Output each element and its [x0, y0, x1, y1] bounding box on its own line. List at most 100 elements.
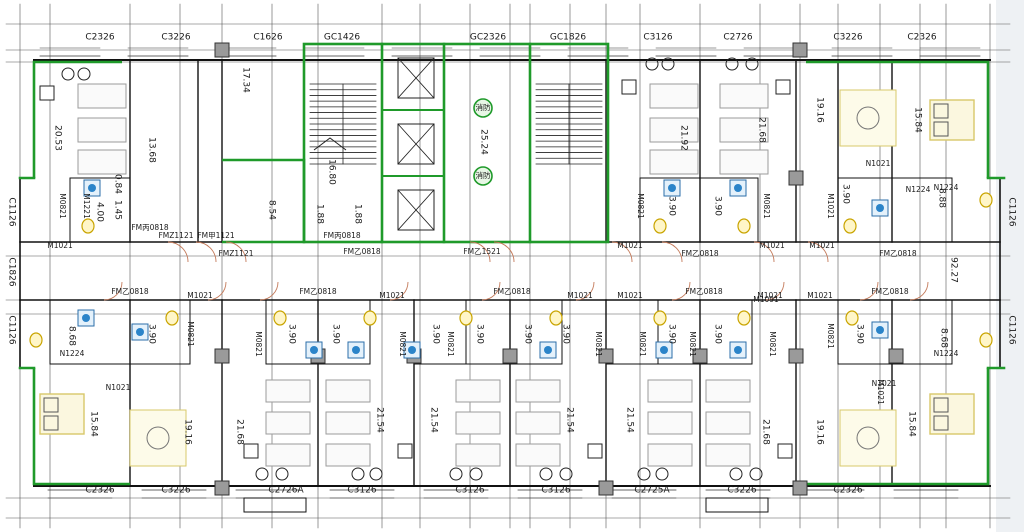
- room-furniture: [39, 57, 975, 481]
- room-area: 21.68: [235, 419, 245, 445]
- drain-icon: [734, 184, 742, 192]
- building-walls: [19, 47, 1001, 513]
- door-code-interior: M0821: [254, 331, 263, 357]
- chair: [77, 67, 91, 81]
- toilet-icon: [737, 218, 751, 234]
- drain-icon: [352, 346, 360, 354]
- hydrant-label: 消防: [476, 170, 491, 180]
- round-table: [856, 426, 880, 450]
- toilet-icon: [979, 332, 993, 348]
- drain-icon: [876, 204, 884, 212]
- toilet-icon: [979, 192, 993, 208]
- window-code-top: C1626: [253, 33, 282, 43]
- window-code-bottom: C2726A: [268, 486, 304, 496]
- room-area: 0.84: [113, 174, 123, 194]
- toilet-icon: [845, 310, 859, 326]
- chair: [61, 67, 75, 81]
- elevator-cab: [397, 123, 435, 165]
- room-area: 1.88: [353, 204, 363, 224]
- room-area: 3.90: [331, 324, 341, 344]
- pillow: [43, 415, 59, 431]
- lounge-area: [839, 409, 897, 467]
- door-swing: [753, 241, 775, 263]
- desk: [397, 443, 413, 459]
- door-code: M1021: [617, 291, 643, 300]
- unit-code: N1021: [872, 379, 897, 388]
- window-code-top: C3126: [643, 33, 672, 43]
- toilet-icon: [843, 218, 857, 234]
- double-bed: [929, 99, 975, 141]
- door-code-interior: M0821: [398, 331, 407, 357]
- desk: [775, 79, 791, 95]
- room-area: 1.88: [315, 204, 325, 224]
- room-area: 8.88: [937, 188, 947, 208]
- chair: [449, 467, 463, 481]
- room-area: 21.54: [625, 407, 635, 433]
- chair: [729, 467, 743, 481]
- room-area: 3.90: [561, 324, 571, 344]
- balcony-bay: [243, 497, 307, 513]
- column-square: [214, 348, 230, 364]
- bathroom-block: [699, 299, 753, 365]
- bed: [647, 411, 693, 435]
- bed: [77, 117, 127, 143]
- elevator-cab: [397, 57, 435, 99]
- room-area: 3.90: [475, 324, 485, 344]
- toilet-icon: [653, 218, 667, 234]
- toilet-icon: [549, 310, 563, 326]
- door-swing: [195, 241, 217, 263]
- door-swing: [493, 241, 515, 263]
- room-area: 3.90: [431, 324, 441, 344]
- room-area: 21.54: [429, 407, 439, 433]
- window-code-bottom: C2326: [833, 486, 862, 496]
- bed: [649, 117, 699, 143]
- drain-icon: [734, 346, 742, 354]
- bed: [705, 443, 751, 467]
- bed: [77, 149, 127, 175]
- door-code: M1021: [757, 291, 783, 300]
- core-walls-green: [18, 42, 1006, 486]
- stair-arrow-icon: [313, 137, 347, 151]
- toilet-icon: [29, 332, 43, 348]
- round-table: [146, 426, 170, 450]
- chair: [745, 57, 759, 71]
- nw-corner-wall: [32, 60, 122, 178]
- double-bed: [39, 393, 85, 435]
- drain-icon: [544, 346, 552, 354]
- room-area: 21.92: [679, 125, 689, 151]
- bed: [515, 443, 561, 467]
- room-area: 3.90: [841, 184, 851, 204]
- chair: [637, 467, 651, 481]
- drain-icon: [310, 346, 318, 354]
- pillow: [933, 397, 949, 413]
- room-area: 21.54: [565, 407, 575, 433]
- corridor-area: 92.27: [949, 257, 959, 283]
- column-square: [888, 348, 904, 364]
- toilet-icon: [737, 310, 751, 326]
- door-code: M1021: [567, 291, 593, 300]
- room-area: 16.80: [327, 159, 337, 185]
- column-square: [214, 480, 230, 496]
- column-square: [598, 348, 614, 364]
- door-code: FM乙0818: [299, 287, 337, 296]
- room-area: 3.90: [713, 324, 723, 344]
- door-code: FM乙0818: [111, 287, 149, 296]
- room-area: 19.16: [183, 419, 193, 445]
- room-area: 3.90: [713, 196, 723, 216]
- window-code-top: C2326: [907, 33, 936, 43]
- balcony-bay: [705, 497, 769, 513]
- bed: [325, 411, 371, 435]
- door-code: FM乙0818: [871, 287, 909, 296]
- door-code-interior: M0821: [594, 331, 603, 357]
- window-code-top: GC1826: [550, 33, 586, 43]
- room-area: 4.00: [95, 202, 105, 222]
- room-area: 15.84: [89, 411, 99, 437]
- desk: [243, 443, 259, 459]
- door-swing: [575, 281, 595, 301]
- core-outline: [302, 42, 610, 244]
- column-square: [788, 348, 804, 364]
- window-code-top: GC2326: [470, 33, 506, 43]
- room-area: 13.68: [147, 137, 157, 163]
- room-area: 3.90: [287, 324, 297, 344]
